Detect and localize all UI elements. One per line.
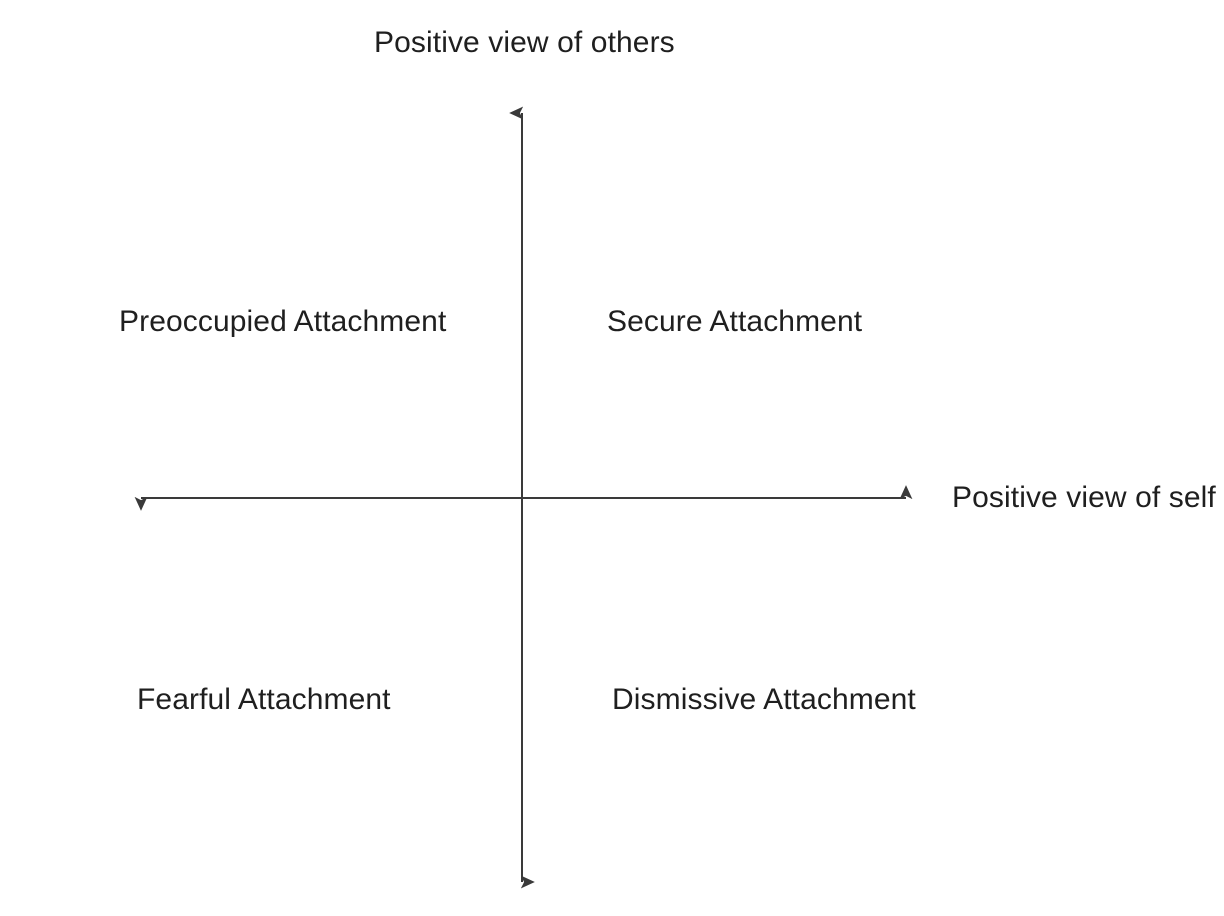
quadrant-label-fearful: Fearful Attachment <box>137 683 391 716</box>
quadrant-label-preoccupied: Preoccupied Attachment <box>119 305 447 338</box>
quadrant-label-secure: Secure Attachment <box>607 305 863 338</box>
horizontal-axis-title: Positive view of self <box>952 481 1216 514</box>
quadrant-label-dismissive: Dismissive Attachment <box>612 683 916 716</box>
vertical-axis-title: Positive view of others <box>374 26 675 59</box>
